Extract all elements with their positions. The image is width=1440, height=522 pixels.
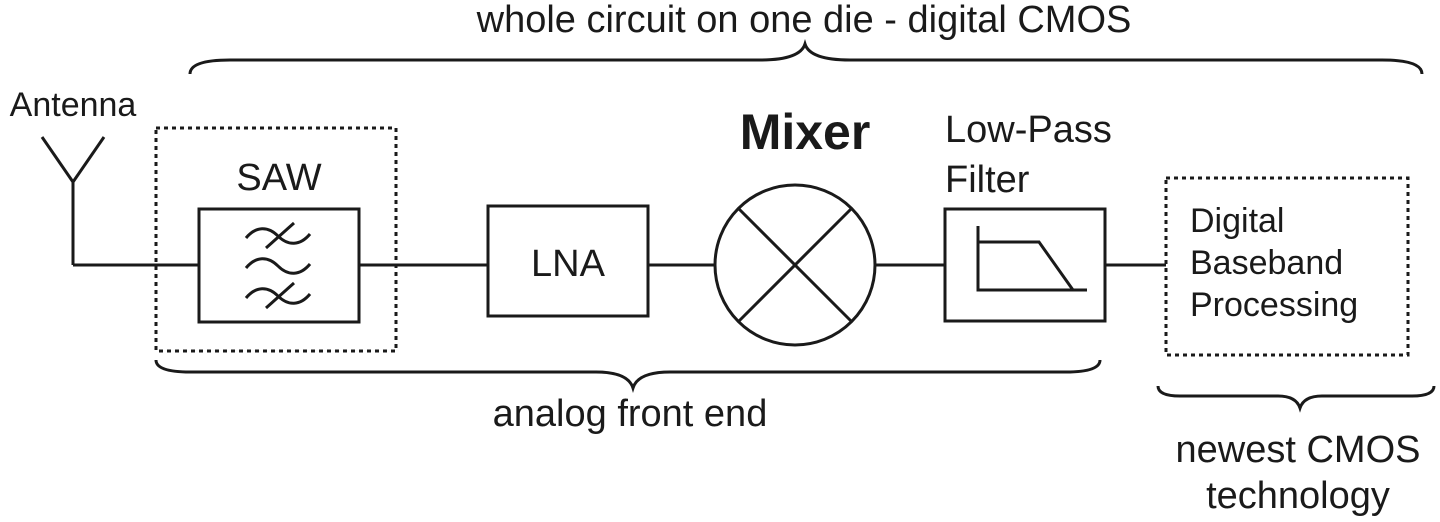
antenna-icon: [40, 136, 106, 265]
lna-block: [486, 204, 650, 318]
mixer-label: Mixer: [740, 104, 871, 160]
lpf-label-line1: Low-Pass: [945, 109, 1112, 151]
dbb-label-line2: Baseband: [1190, 244, 1343, 282]
saw-label: SAW: [236, 157, 321, 199]
newest-cmos-brace: [1156, 385, 1436, 413]
analog-front-end-label: analog front end: [493, 393, 768, 435]
analog-front-end-brace: [154, 359, 1102, 394]
saw-filter-block: [197, 207, 361, 324]
dbb-label-line3: Processing: [1190, 286, 1358, 324]
newest-cmos-label-line1: newest CMOS: [1176, 429, 1421, 471]
top-brace-label: whole circuit on one die - digital CMOS: [476, 0, 1132, 41]
saw-off-chip-boundary: [154, 126, 398, 353]
lna-label: LNA: [531, 243, 606, 285]
digital-baseband-block: [1164, 176, 1410, 357]
top-brace: [188, 38, 1424, 75]
mixer-icon: [713, 183, 877, 347]
lpf-block: [943, 207, 1107, 323]
lowpass-response-icon: [976, 226, 1087, 292]
lpf-label-line2: Filter: [945, 159, 1030, 201]
dbb-label-line1: Digital: [1190, 202, 1284, 240]
antenna-label: Antenna: [10, 86, 137, 124]
saw-symbol-icon: [244, 221, 312, 310]
newest-cmos-label-line2: technology: [1206, 475, 1390, 517]
